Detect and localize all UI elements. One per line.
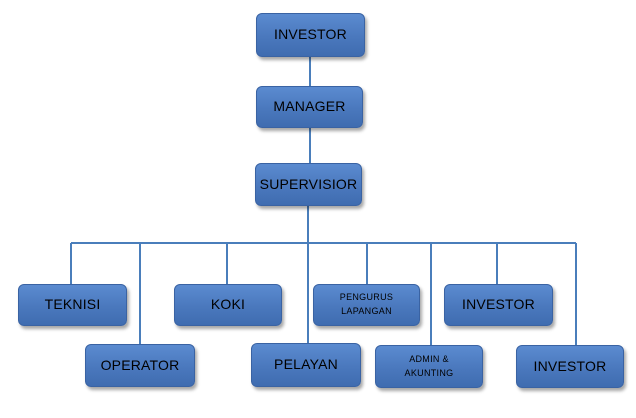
operator-label: OPERATOR bbox=[100, 356, 180, 373]
investor-lower-box: INVESTOR bbox=[516, 345, 624, 388]
koki-box: KOKI bbox=[174, 284, 282, 326]
pelayan-label: PELAYAN bbox=[274, 356, 338, 373]
admin-akunting-box: ADMIN & AKUNTING bbox=[375, 345, 483, 388]
operator-box: OPERATOR bbox=[85, 344, 195, 387]
investor-upper-label: INVESTOR bbox=[462, 296, 535, 313]
akunting-label: AKUNTING bbox=[404, 367, 454, 378]
lapangan-label: LAPANGAN bbox=[341, 306, 392, 316]
investor-lower-label: INVESTOR bbox=[533, 357, 607, 374]
teknisi-label: TEKNISI bbox=[44, 296, 101, 313]
investor-box: INVESTOR bbox=[256, 13, 365, 57]
koki-label: KOKI bbox=[210, 296, 246, 313]
manager-box: MANAGER bbox=[256, 86, 363, 128]
supervisior-box: SUPERVISIOR bbox=[255, 163, 362, 206]
pengurus-label: PENGURUS bbox=[339, 292, 394, 303]
investor-label: INVESTOR bbox=[274, 26, 347, 43]
admin-label: ADMIN & bbox=[409, 353, 449, 364]
manager-label: MANAGER bbox=[273, 98, 346, 115]
investor-upper-box: INVESTOR bbox=[444, 284, 553, 326]
teknisi-box: TEKNISI bbox=[18, 284, 127, 326]
supervisior-label: SUPERVISIOR bbox=[259, 175, 358, 192]
pengurus-lapangan-box: PENGURUS LAPANGAN bbox=[313, 284, 420, 326]
pelayan-box: PELAYAN bbox=[251, 343, 361, 387]
